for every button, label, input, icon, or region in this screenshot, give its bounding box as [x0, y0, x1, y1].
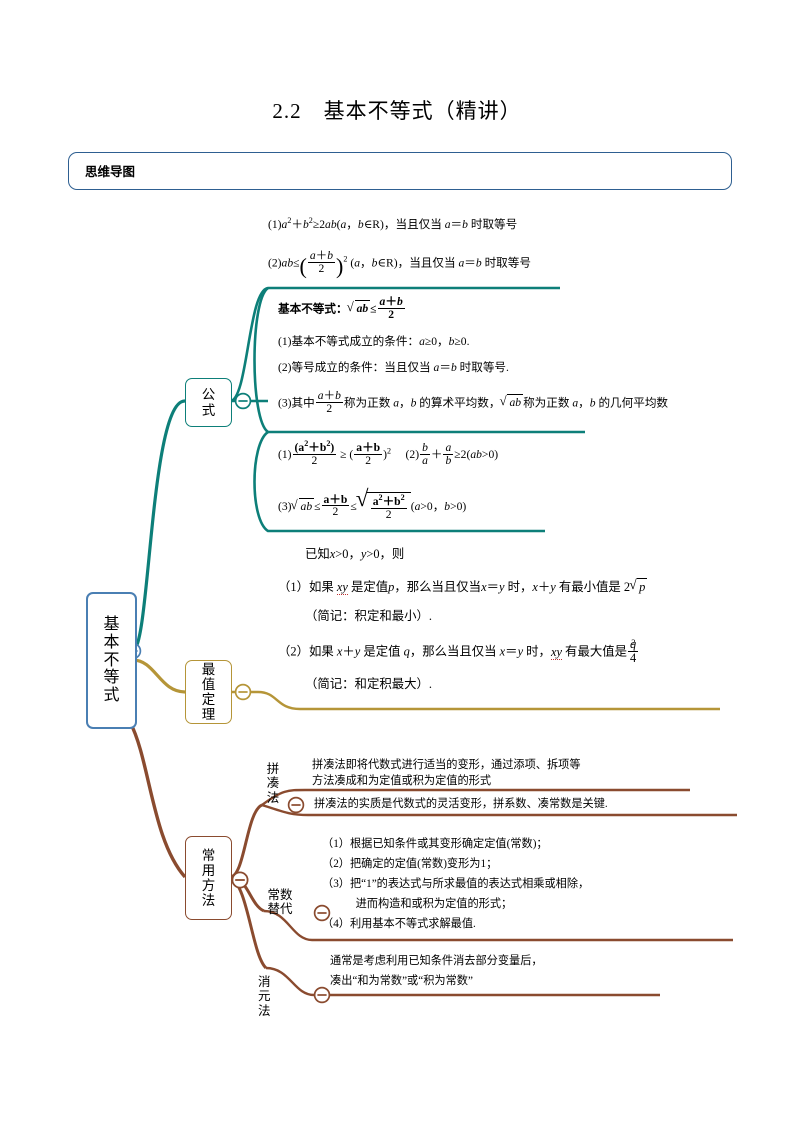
formula-middle-line-2: (1)基本不等式成立的条件：a≥0，b≥0. — [278, 335, 470, 348]
pincou-block-1-line-1: 拼凑法即将代数式进行适当的变形，通过添项、拆项等 — [312, 759, 581, 771]
mindmap-node-method[interactable]: 常用方法 — [185, 836, 232, 920]
extreme-line-3: （简记：积定和最小）. — [305, 609, 433, 623]
pincou-block-2-line-1: 拼凑法的实质是代数式的灵活变形，拼系数、凑常数是关键. — [314, 798, 608, 810]
extreme-line-2: （1）如果 xy 是定值p，那么当且仅当x＝y 时，x＋y 有最小值是 2p — [278, 576, 708, 597]
changshu-block-line-4: 进而构造和或积为定值的形式； — [322, 898, 513, 910]
mindmap-node-xiaoyuan-label[interactable]: 消元法 — [258, 975, 271, 1018]
xiaoyuan-block-line-1: 通常是考虑利用已知条件消去部分变量后， — [330, 955, 543, 967]
toggle-method[interactable] — [231, 871, 249, 889]
mindmap-node-extreme-label: 最值定理 — [201, 661, 216, 723]
formula-bottom-line-2: (3)ab≤a＋b2≤a2＋b22(a>0，b>0) — [278, 492, 578, 520]
changshu-block-line-5: （4）利用基本不等式求解最值. — [322, 918, 476, 930]
mindmap-node-pincou-label[interactable]: 拼凑法 — [266, 762, 280, 805]
changshu-block-line-2: （2）把确定的定值(常数)变形为1； — [322, 858, 498, 870]
xiaoyuan-block-line-2: 凑出“和为常数”或“积为常数” — [330, 975, 473, 987]
mindmap-root-label: 基本不等式 — [103, 615, 120, 705]
extreme-line-1: 已知x>0，y>0，则 — [305, 547, 405, 561]
formula-middle-line-1: 基本不等式：ab≤a＋b2 — [278, 296, 528, 321]
toggle-extreme[interactable] — [234, 683, 252, 701]
extreme-line-5: （简记：和定积最大）. — [305, 677, 433, 691]
mindmap-node-formula[interactable]: 公式 — [185, 378, 232, 427]
changshu-block-line-1: （1）根据已知条件或其变形确定定值(常数)； — [322, 838, 548, 850]
mindmap-root-node[interactable]: 基本不等式 — [86, 592, 137, 729]
toggle-formula[interactable] — [234, 392, 252, 410]
formula-top-line-1: (1)a2＋b2≥2ab(a，b∈R)，当且仅当 a＝b 时取等号 — [268, 216, 518, 231]
mindmap-section-label: 思维导图 — [85, 165, 136, 179]
pincou-block-1-line-2: 方法凑成和为定值或积为定值的形式 — [312, 775, 492, 787]
page-title: 2.2 基本不等式（精讲） — [272, 99, 522, 123]
changshu-block-line-3: （3）把“1”的表达式与所求最值的表达式相乘或相除， — [322, 878, 590, 890]
formula-middle-line-3: (2)等号成立的条件：当且仅当 a＝b 时取等号. — [278, 361, 509, 374]
mindmap-node-changshu-label[interactable]: 常数替代 — [267, 888, 293, 917]
toggle-xiaoyuan[interactable] — [313, 986, 331, 1004]
mindmap-node-formula-label: 公式 — [201, 387, 216, 418]
mindmap-node-extreme[interactable]: 最值定理 — [185, 660, 232, 724]
toggle-changshu[interactable] — [313, 904, 331, 922]
mindmap-node-method-label: 常用方法 — [201, 847, 216, 909]
toggle-pincou[interactable] — [287, 796, 305, 814]
mindmap-section-box: 思维导图 — [68, 152, 732, 190]
